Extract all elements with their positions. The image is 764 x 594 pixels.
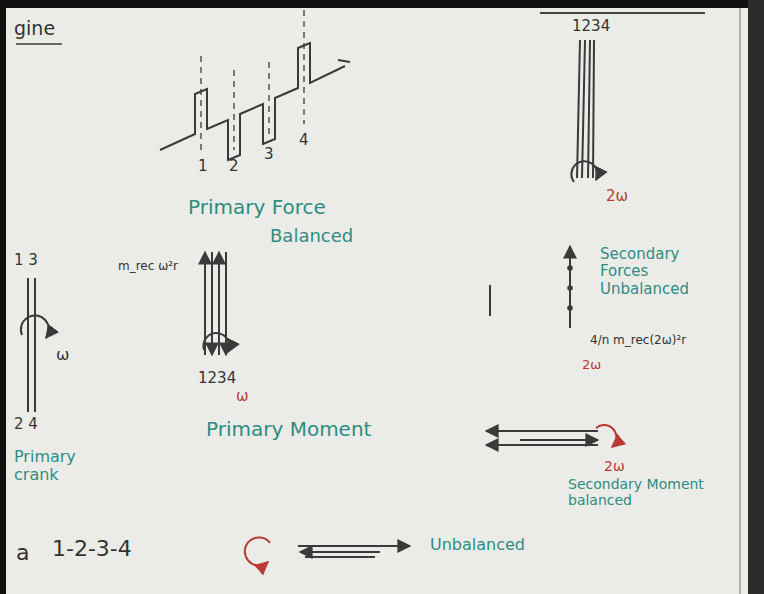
board-label: 3 [264,146,274,163]
board-label: 1234 [198,370,236,387]
board-label: 4/n m_rec(2ω)²r [590,334,686,348]
board-label: 1234 [572,18,610,35]
secondary-moment-vectors [486,425,616,447]
board-edge-line [739,8,741,594]
board-label: Secondary Forces Unbalanced [600,246,696,298]
board-label: ω [56,346,69,364]
board-label: 1-2-3-4 [52,536,132,561]
crankshaft [160,43,350,160]
board-label: Primary crank [14,448,84,485]
board-label: 1 3 [14,252,38,269]
board-label: Balanced [270,226,353,247]
board-stroke [540,12,705,14]
board-label: Unbalanced [430,536,525,554]
secondary-force-vector [568,246,572,328]
board-label: ω [236,388,249,405]
board-label: m_rec ω²r [118,260,178,274]
board-label: 1 [198,158,208,175]
board-label: 2ω [606,188,628,205]
title-underline [16,43,62,45]
primary-force-vectors [203,252,229,355]
board-label: 2ω [604,458,625,474]
whiteboard [6,8,748,594]
board-label: Primary Force [188,196,326,219]
board-label: 2 4 [14,416,38,433]
board-label: 4 [299,132,309,149]
secondary-crank [571,40,597,182]
board-label: 2 [229,158,239,175]
board-label: 2ω [582,358,601,373]
page-heading: gine [14,18,55,40]
board-label: Secondary Moment balanced [568,476,708,508]
board-edge [748,0,764,594]
primary-moment-vectors [245,537,410,565]
board-label: a [16,540,29,565]
marker-stroke [489,285,491,316]
board-label: Primary Moment [206,418,371,441]
primary-crank [21,278,49,412]
crank-centerlines [201,10,304,150]
